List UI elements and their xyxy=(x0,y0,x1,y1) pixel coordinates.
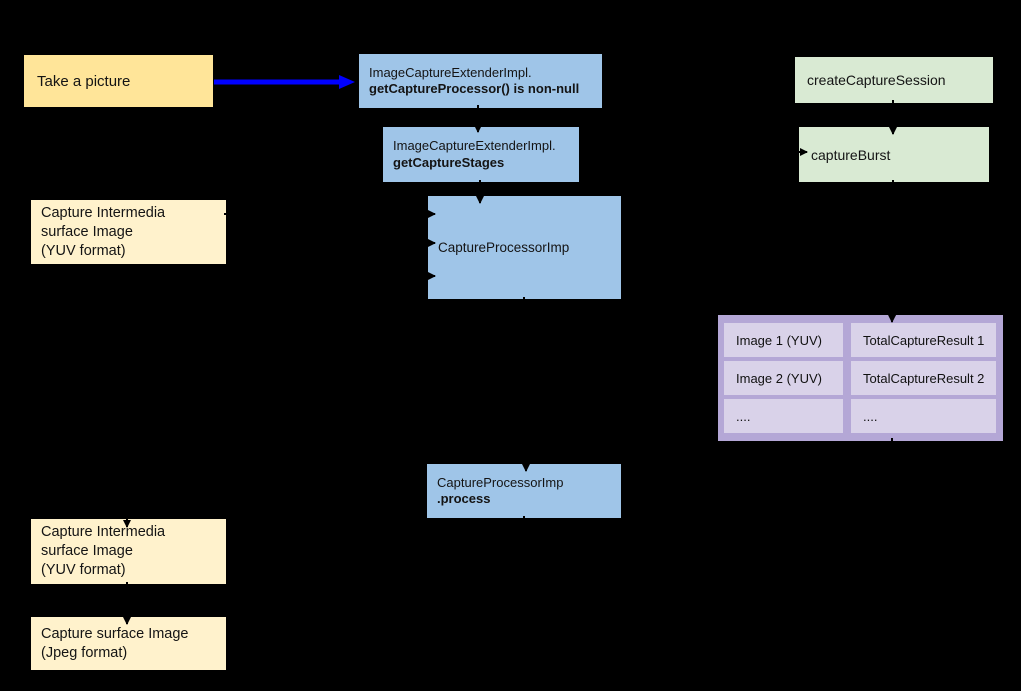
node-capture-intermedia-bottom-line3: (YUV format) xyxy=(41,562,126,578)
node-capture-intermedia-top-line1: Capture Intermedia xyxy=(41,204,166,221)
table-cell-result-2: TotalCaptureResult 2 xyxy=(851,361,996,395)
node-create-capture-session: createCaptureSession xyxy=(795,57,993,103)
node-capture-intermedia-bottom: Capture Intermedia surface Image (YUV fo… xyxy=(31,519,226,584)
node-capture-burst: captureBurst xyxy=(799,127,989,182)
connector-burst-to-table xyxy=(888,179,897,323)
node-get-capture-processor-line1: ImageCaptureExtenderImpl. xyxy=(369,64,532,80)
node-take-a-picture-label: Take a picture xyxy=(37,72,131,90)
node-get-capture-processor-line2: getCaptureProcessor() is non-null xyxy=(369,81,580,96)
node-capture-intermedia-top-line2: surface Image xyxy=(41,223,133,240)
node-capture-processor-process-line2: .process xyxy=(437,491,491,506)
node-capture-processor-process: CaptureProcessorImp .process xyxy=(427,464,621,518)
node-capture-intermedia-top-line3: (YUV format) xyxy=(41,242,126,259)
node-get-capture-stages: ImageCaptureExtenderImpl. getCaptureStag… xyxy=(383,127,579,182)
node-capture-processor-process-line1: CaptureProcessorImp xyxy=(437,474,564,490)
node-capture-intermedia-bottom-line2: surface Image xyxy=(41,543,133,559)
node-create-capture-session-label: createCaptureSession xyxy=(807,72,946,88)
node-capture-processor: CaptureProcessorImp xyxy=(428,196,621,299)
table-cell-result-1: TotalCaptureResult 1 xyxy=(851,323,996,357)
node-get-capture-processor: ImageCaptureExtenderImpl. getCaptureProc… xyxy=(359,54,602,108)
node-capture-intermedia-top: Capture Intermedia surface Image (YUV fo… xyxy=(31,200,226,264)
node-take-a-picture: Take a picture xyxy=(24,55,213,107)
table-cell-image-2: Image 2 (YUV) xyxy=(724,361,843,395)
table-cell-image-1: Image 1 (YUV) xyxy=(724,323,843,357)
table-cell-image-more: .... xyxy=(724,399,843,433)
node-capture-processor-label: CaptureProcessorImp xyxy=(438,240,570,255)
node-capture-surface-jpeg-line1: Capture surface Image xyxy=(41,625,189,642)
node-get-capture-stages-line1: ImageCaptureExtenderImpl. xyxy=(393,138,556,153)
node-get-capture-stages-line2: getCaptureStages xyxy=(393,154,505,170)
node-capture-intermedia-bottom-line1: Capture Intermedia xyxy=(41,524,166,540)
node-capture-surface-jpeg-line2: (Jpeg format) xyxy=(41,644,128,661)
burst-result-table: Image 1 (YUV) TotalCaptureResult 1 Image… xyxy=(718,315,1003,441)
node-capture-burst-label: captureBurst xyxy=(811,146,891,163)
node-capture-surface-jpeg: Capture surface Image (Jpeg format) xyxy=(31,617,226,670)
table-cell-result-more: .... xyxy=(851,399,996,433)
